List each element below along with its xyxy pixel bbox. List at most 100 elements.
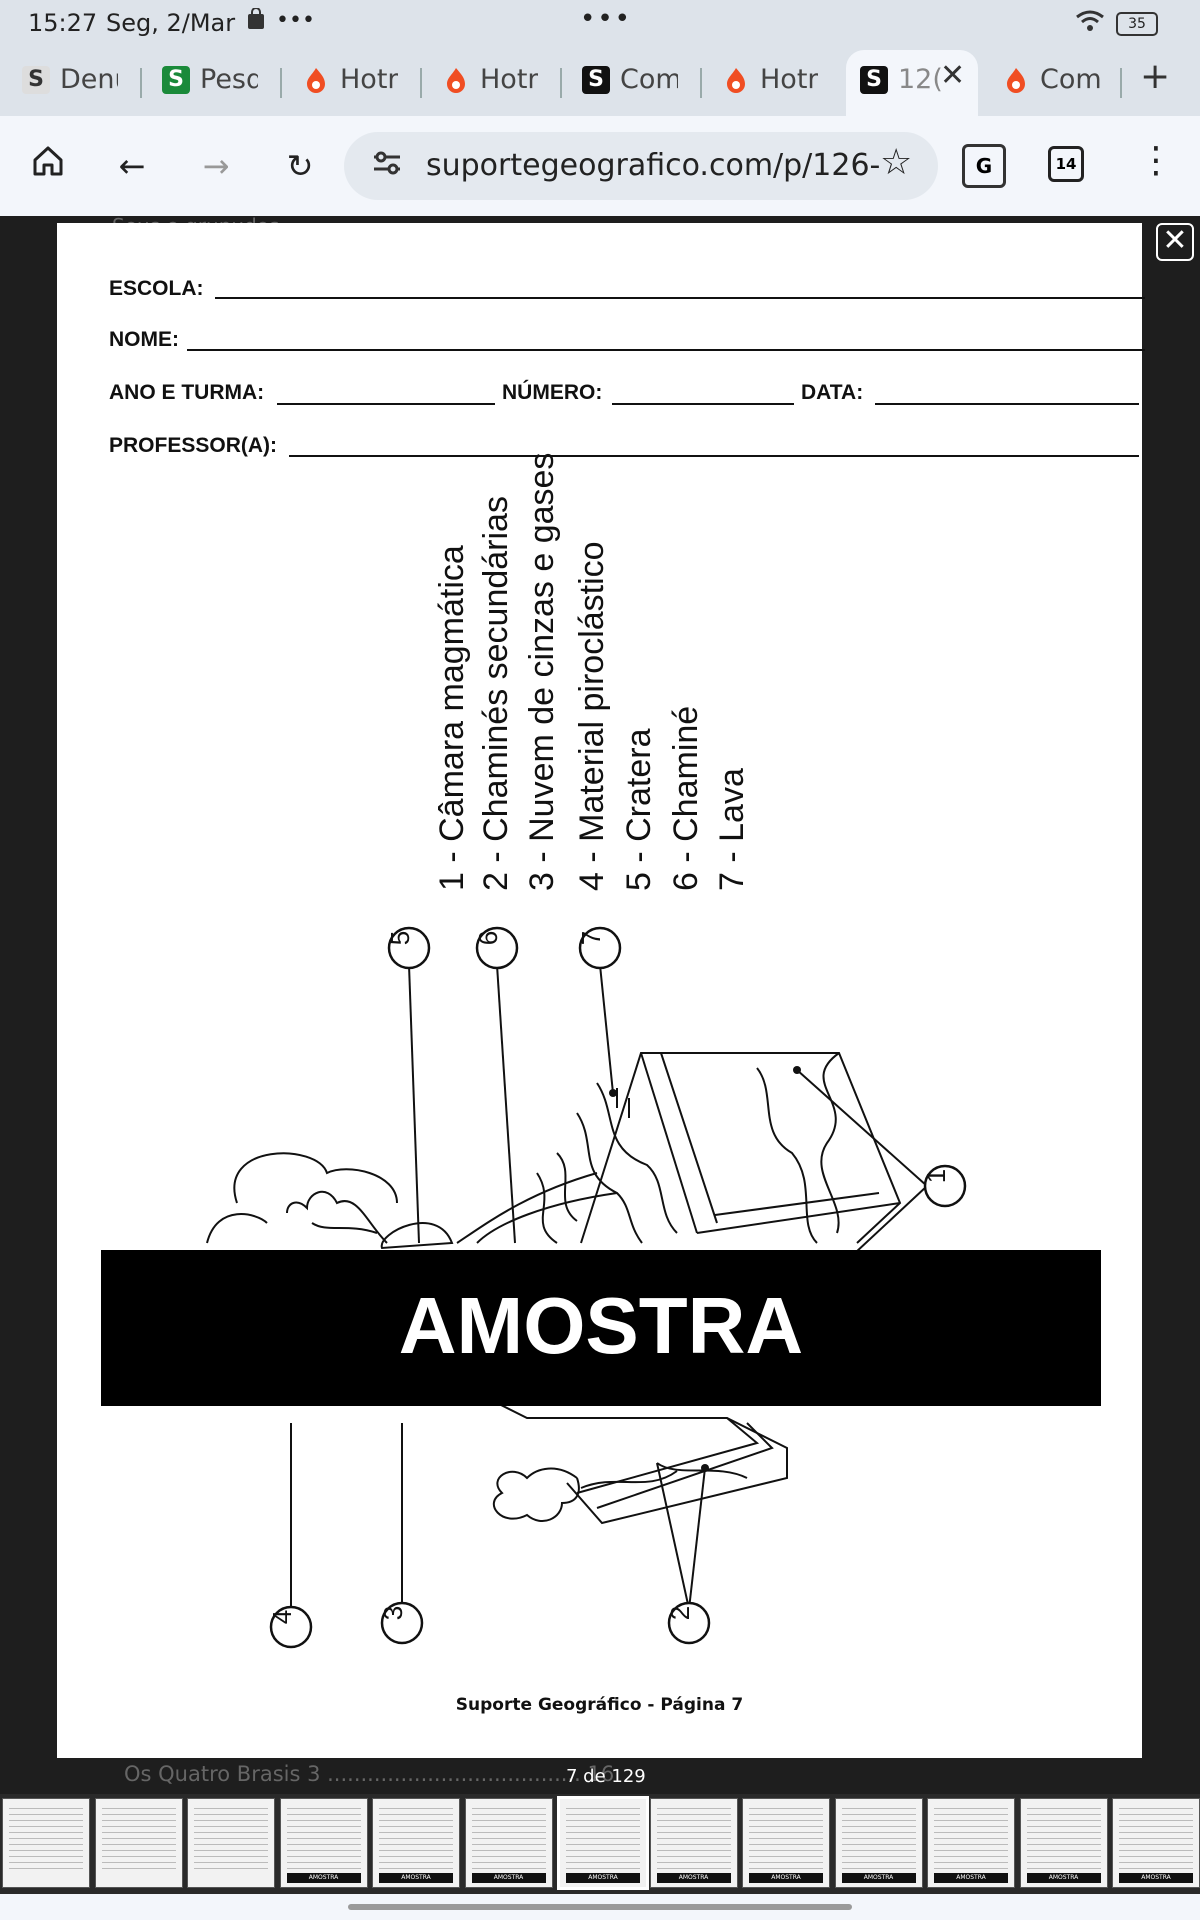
thumbnail-watermark: AMOSTRA [379, 1873, 453, 1883]
professor-label: PROFESSOR(A): [109, 434, 277, 457]
tab-count-button[interactable]: 14 [1048, 146, 1084, 182]
legend-item-2: 2 - Chaminés secundárias [477, 496, 515, 891]
forward-arrow-icon[interactable]: → [202, 147, 230, 185]
diagram-label-1: 1 [921, 1169, 951, 1183]
tab-4[interactable]: Hotm [442, 60, 538, 104]
status-time: 15:27 [28, 9, 98, 37]
more-menu-icon[interactable]: ⋮ [1138, 140, 1174, 181]
home-icon[interactable] [26, 144, 70, 188]
numero-line [612, 403, 794, 405]
diagram-label-6: 6 [473, 931, 503, 945]
shopping-bag-icon [246, 7, 266, 36]
page-thumbnail[interactable]: AMOSTRA [464, 1798, 553, 1888]
tab-title: Pesq [200, 64, 258, 95]
data-line [875, 403, 1139, 405]
google-translate-icon[interactable]: G [962, 144, 1006, 188]
page-footer: Suporte Geográfico - Página 7 [455, 1695, 744, 1715]
page-thumbnail[interactable]: AMOSTRA [742, 1798, 830, 1888]
thumbnail-watermark: AMOSTRA [841, 1873, 916, 1883]
tab-7-active[interactable]: S 12( ✕ [846, 50, 978, 116]
nome-label: NOME: [109, 328, 179, 351]
thumbnail-strip[interactable]: AMOSTRA AMOSTRA AMOSTRA AMOSTRA AMOSTRA AMOST… [0, 1794, 1200, 1894]
tab-title: Hotm [760, 64, 818, 95]
tab-2[interactable]: S Pesq [162, 60, 258, 104]
escola-line [215, 297, 1145, 299]
numero-label: NÚMERO: [502, 381, 603, 404]
page-thumbnail[interactable]: AMOSTRA [649, 1798, 738, 1888]
tab-favicon: S [860, 66, 888, 94]
multitask-handle-icon[interactable]: ••• [580, 4, 633, 34]
tab-favicon: S [22, 66, 50, 94]
document-page: ESCOLA: NOME: ANO E TURMA: NÚMERO: DATA:… [57, 223, 1145, 1758]
professor-line [289, 455, 1139, 457]
address-bar[interactable]: suportegeografico.com/p/126- ☆ [344, 132, 938, 200]
page-thumbnail[interactable]: AMOSTRA [279, 1798, 368, 1888]
watermark-band: AMOSTRA [101, 1250, 1101, 1406]
legend-item-6: 6 - Chaminé [667, 705, 705, 891]
tab-favicon: S [162, 66, 190, 94]
page-thumbnail[interactable]: AMOSTRA [372, 1798, 460, 1888]
thumbnail-watermark: AMOSTRA [1119, 1873, 1193, 1883]
status-bar: 15:27 Seg, 2/Mar ••• ••• 35 [0, 0, 1200, 46]
tab-title: Denu [60, 64, 118, 95]
hotmart-icon [722, 66, 750, 94]
tab-1[interactable]: S Denu [22, 60, 118, 104]
tab-title: Com [1040, 64, 1102, 95]
url-text[interactable]: suportegeografico.com/p/126- [426, 148, 881, 183]
watermark-text: AMOSTRA [398, 1281, 804, 1370]
hotmart-icon [1002, 66, 1030, 94]
tab-5[interactable]: S Com [582, 60, 678, 104]
back-arrow-icon[interactable]: ← [118, 147, 146, 185]
hotmart-icon [302, 66, 330, 94]
legend-item-5: 5 - Cratera [620, 728, 658, 892]
page-thumbnail[interactable] [2, 1798, 90, 1888]
tab-title: Hotm [480, 64, 538, 95]
thumbnail-watermark: AMOSTRA [656, 1873, 731, 1883]
tab-3[interactable]: Hotm [302, 60, 398, 104]
diagram-label-3: 3 [378, 1606, 408, 1620]
data-label: DATA: [801, 381, 864, 404]
tab-strip: S Denu S Pesq Hotm Hotm S Com Hotm S 12(… [0, 46, 1200, 116]
gesture-handle[interactable] [348, 1904, 852, 1910]
reload-icon[interactable]: ↻ [286, 147, 314, 185]
status-date: Seg, 2/Mar [106, 9, 236, 37]
page-thumbnail[interactable]: AMOSTRA [1112, 1798, 1200, 1888]
bookmark-star-icon[interactable]: ☆ [880, 142, 913, 183]
diagram-label-4: 4 [267, 1610, 297, 1624]
diagram-label-5: 5 [385, 931, 415, 945]
thumbnail-watermark: AMOSTRA [566, 1873, 640, 1883]
thumbnail-watermark: AMOSTRA [749, 1873, 823, 1883]
site-settings-icon[interactable] [370, 146, 404, 184]
thumbnail-watermark: AMOSTRA [1026, 1873, 1101, 1883]
escola-label: ESCOLA: [109, 277, 204, 300]
volcano-diagram: 5 6 7 1 2 3 4 [206, 926, 967, 1649]
tab-favicon: S [582, 66, 610, 94]
nome-line [187, 349, 1145, 351]
page-thumbnail[interactable] [94, 1798, 183, 1888]
ano-turma-line [277, 403, 495, 405]
legend-item-4: 4 - Material piroclástico [573, 541, 611, 891]
tab-title: Hotm [340, 64, 398, 95]
tab-title: 12( [898, 64, 943, 95]
diagram-label-7: 7 [576, 931, 606, 945]
page-thumbnail[interactable] [187, 1798, 275, 1888]
tab-8[interactable]: Com [1002, 60, 1112, 104]
close-viewer-icon[interactable]: ✕ [1156, 223, 1194, 261]
page-thumbnail-current[interactable]: AMOSTRA [557, 1796, 649, 1890]
ano-turma-label: ANO E TURMA: [109, 381, 265, 404]
page-thumbnail[interactable]: AMOSTRA [1019, 1798, 1108, 1888]
tab-6[interactable]: Hotm [722, 60, 818, 104]
browser-toolbar: ← → ↻ suportegeografico.com/p/126- ☆ G 1… [0, 116, 1200, 216]
thumbnail-watermark: AMOSTRA [286, 1873, 361, 1883]
battery-icon: 35 [1116, 12, 1158, 36]
close-tab-icon[interactable]: ✕ [940, 58, 966, 93]
legend-item-1: 1 - Câmara magmática [433, 545, 471, 891]
hotmart-icon [442, 66, 470, 94]
legend-item-3: 3 - Nuvem de cinzas e gases [523, 452, 561, 891]
page-thumbnail[interactable]: AMOSTRA [927, 1798, 1015, 1888]
thumbnail-watermark: AMOSTRA [934, 1873, 1008, 1883]
page-thumbnail[interactable]: AMOSTRA [834, 1798, 923, 1888]
more-notifications-icon: ••• [276, 8, 315, 33]
new-tab-icon[interactable]: + [1140, 56, 1171, 97]
underlay-text-bottom: Os Quatro Brasis 3 .....................… [124, 1762, 615, 1786]
